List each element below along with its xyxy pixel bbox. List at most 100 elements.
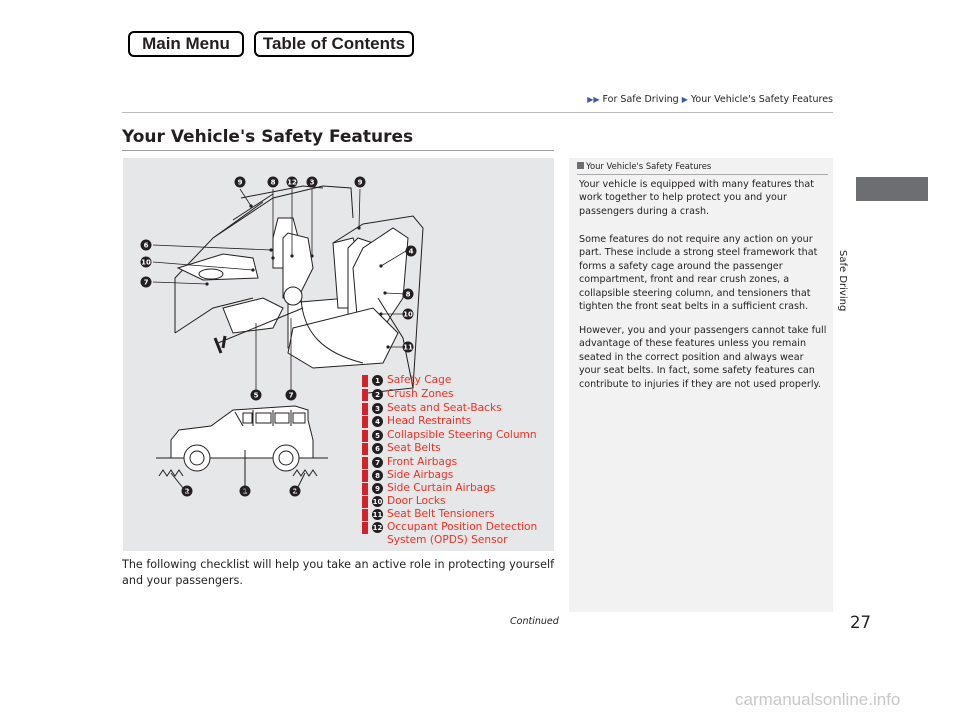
legend-item: 8 Side Airbags [362,469,547,482]
callout-marker: 2 [182,486,193,497]
breadcrumb-link-safe-driving[interactable]: For Safe Driving [603,94,679,105]
callout-number-icon: 3 [372,403,383,414]
legend-item: 9 Side Curtain Airbags [362,482,547,495]
callout-marker: 12 [287,177,298,188]
watermark: carmanualsonline.info [735,690,900,710]
breadcrumb: ▶▶ For Safe Driving ▶ Your Vehicle's Saf… [585,94,833,105]
legend-item: 3 Seats and Seat-Backs [362,402,547,415]
callout-number-icon: 7 [372,457,383,468]
legend-item: 1 Safety Cage [362,374,547,387]
legend-item: 7 Front Airbags [362,456,547,469]
callout-number-icon: 11 [372,509,383,520]
callout-marker: 7 [286,390,297,401]
callout-marker: 5 [251,390,262,401]
legend-item: 12 Occupant Position Detection System (OP… [362,521,547,547]
legend-marker [362,375,368,387]
callout-marker: 9 [235,177,246,188]
svg-text:9: 9 [358,179,363,187]
continued-label: Continued [510,616,559,627]
section-tab [856,177,928,201]
callout-number-icon: 2 [372,389,383,400]
callout-marker: 10 [141,257,152,268]
svg-text:3: 3 [310,179,315,187]
callout-number-icon: 6 [372,443,383,454]
note-icon [577,162,584,169]
main-menu-button[interactable]: Main Menu [128,31,244,57]
svg-text:7: 7 [144,279,149,287]
legend-marker [362,470,368,482]
callout-marker: 8 [403,289,414,300]
legend-marker [362,430,368,442]
callout-number-icon: 10 [372,496,383,507]
sidebar-paragraph: However, you and your passengers cannot … [579,324,827,391]
legend-label: Front Airbags [387,456,547,469]
legend-marker [362,522,368,534]
section-tab-label: Safe Driving [837,250,848,311]
callout-number-icon: 12 [372,522,383,533]
legend-marker [362,509,368,521]
legend-marker [362,443,368,455]
svg-text:5: 5 [254,392,259,400]
sidebar-heading: Your Vehicle's Safety Features [577,161,711,171]
legend-label: Side Curtain Airbags [387,482,547,495]
legend-label: Seat Belt Tensioners [387,508,547,521]
legend-item: 6 Seat Belts [362,442,547,455]
title-underline [122,150,554,151]
legend-marker [362,457,368,469]
svg-text:11: 11 [403,344,413,352]
svg-text:8: 8 [406,291,411,299]
legend-item: 11 Seat Belt Tensioners [362,508,547,521]
callout-number-icon: 8 [372,470,383,481]
callout-marker: 9 [355,177,366,188]
sidebar-paragraph: Your vehicle is equipped with many featu… [579,178,827,218]
breadcrumb-current: Your Vehicle's Safety Features [691,94,833,105]
callout-number-icon: 4 [372,416,383,427]
table-of-contents-button[interactable]: Table of Contents [254,31,414,57]
legend-item: 5 Collapsible Steering Column [362,429,547,442]
page-number: 27 [850,613,871,632]
callout-number-icon: 5 [372,430,383,441]
legend-label: Head Restraints [387,415,547,428]
legend-marker [362,483,368,495]
legend-marker [362,416,368,428]
svg-text:7: 7 [289,392,294,400]
legend-marker [362,389,368,401]
legend-item: 10 Door Locks [362,495,547,508]
callout-number-icon: 1 [372,375,383,386]
callout-marker: 3 [307,177,318,188]
svg-text:8: 8 [271,179,276,187]
svg-text:6: 6 [144,242,149,250]
callout-marker: 11 [403,342,414,353]
legend-label: Seats and Seat-Backs [387,402,547,415]
callout-marker: 4 [406,246,417,257]
legend-label: Seat Belts [387,442,547,455]
sidebar-note: Your Vehicle's Safety Features Your vehi… [569,158,833,612]
callout-marker: 7 [141,277,152,288]
svg-text:12: 12 [287,179,297,187]
svg-text:10: 10 [141,259,151,267]
callout-marker: 2 [290,486,301,497]
body-paragraph: The following checklist will help you ta… [122,557,562,588]
legend-label: Occupant Position Detection System (OPDS… [387,521,547,547]
legend-marker [362,496,368,508]
legend-item: 2 Crush Zones [362,388,547,401]
callout-number-icon: 9 [372,483,383,494]
sidebar-divider [577,174,828,175]
callout-marker: 10 [403,309,414,320]
arrow-right-icon: ▶▶ [587,95,599,104]
svg-text:9: 9 [238,179,243,187]
svg-text:4: 4 [409,248,414,256]
callout-marker: 8 [268,177,279,188]
arrow-right-icon: ▶ [682,95,688,104]
legend-label: Door Locks [387,495,547,508]
sidebar-paragraph: Some features do not require any action … [579,233,827,313]
legend-label: Safety Cage [387,374,547,387]
legend-label: Side Airbags [387,469,547,482]
callout-marker: 6 [141,240,152,251]
legend-label: Crush Zones [387,388,547,401]
legend-label: Collapsible Steering Column [387,429,547,442]
legend-marker [362,403,368,415]
page-title: Your Vehicle's Safety Features [122,127,413,147]
svg-text:10: 10 [403,311,413,319]
legend-item: 4 Head Restraints [362,415,547,428]
